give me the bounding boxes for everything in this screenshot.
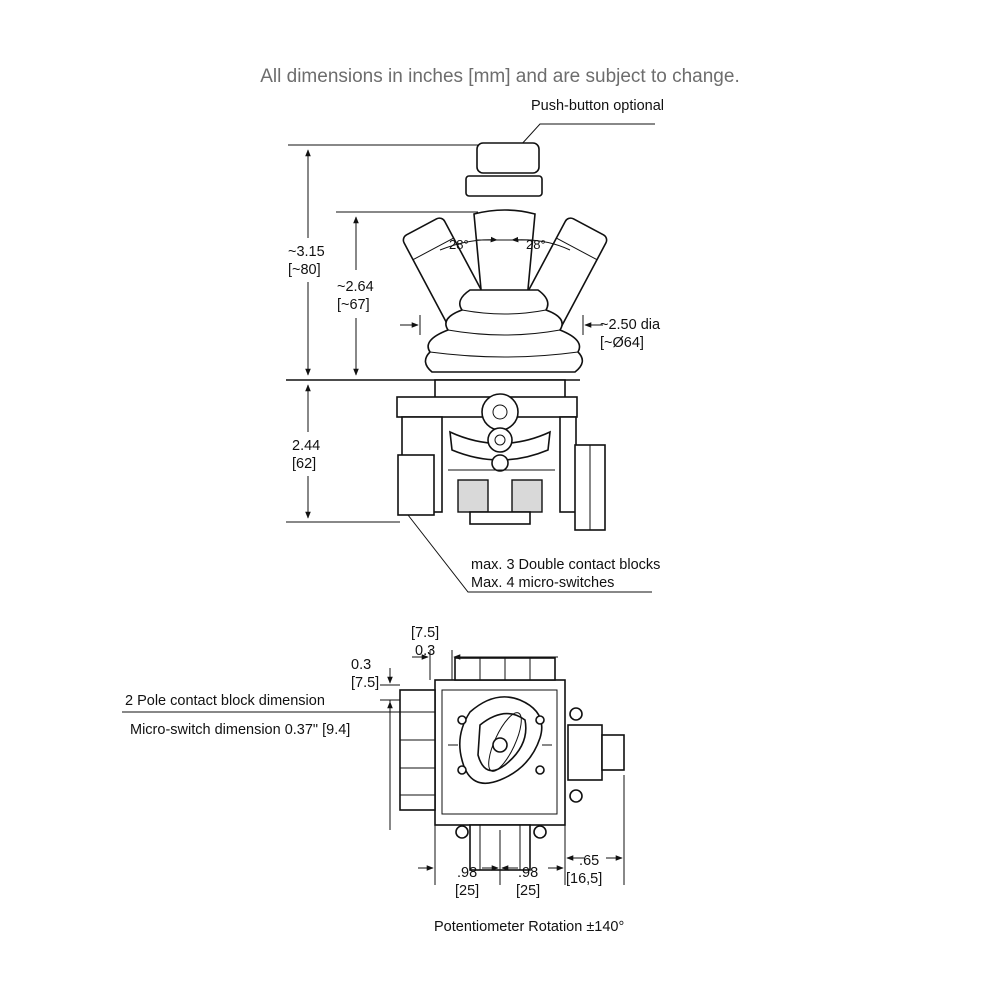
width-b-dimension: .98 [25] <box>516 864 540 900</box>
width-a-mm: [25] <box>455 883 480 899</box>
side-view-drawing <box>286 123 655 593</box>
overall-height-in: ~3.15 <box>288 244 325 260</box>
boot-height-dimension: ~2.64 [~67] <box>337 278 374 314</box>
left-offset-mm: [7.5] <box>351 675 380 691</box>
boot-height-in: ~2.64 <box>337 279 374 295</box>
potentiometer-rotation-label: Potentiometer Rotation ±140° <box>434 919 625 935</box>
push-button-label: Push-button optional <box>531 98 665 114</box>
potentiometer-body <box>567 724 603 781</box>
micro-switch-dimension-label: Micro-switch dimension 0.37" [9.4] <box>130 722 351 738</box>
pot-offset-in: .65 <box>579 853 600 869</box>
body-height-mm: [62] <box>292 456 317 472</box>
boot-diameter-dimension: ~2.50 dia [~Ø64] <box>600 316 660 352</box>
contact-blocks-note-line2: Max. 4 micro-switches <box>471 575 615 591</box>
top-offset-in: 0.3 <box>415 643 436 659</box>
boot-height-mm: [~67] <box>337 297 370 313</box>
width-b-mm: [25] <box>516 883 541 899</box>
boot-diameter-in: ~2.50 dia <box>600 317 661 333</box>
top-offset-dimension: [7.5] 0.3 <box>411 624 439 660</box>
push-button-base <box>465 175 543 197</box>
contact-blocks-note: max. 3 Double contact blocks Max. 4 micr… <box>471 556 660 592</box>
overall-height-dimension: ~3.15 [~80] <box>288 243 325 279</box>
pot-offset-mm: [16,5] <box>566 871 603 887</box>
push-button-cap <box>476 142 540 174</box>
width-a-in: .98 <box>457 865 478 881</box>
body-height-dimension: 2.44 [62] <box>292 437 320 473</box>
left-offset-dimension: 0.3 [7.5] <box>351 656 379 692</box>
body-height-in: 2.44 <box>292 438 321 454</box>
boot-diameter-mm: [~Ø64] <box>600 335 644 351</box>
left-offset-in: 0.3 <box>351 657 372 673</box>
dimensions-disclaimer: All dimensions in inches [mm] and are su… <box>260 66 740 87</box>
top-view-drawing <box>122 650 625 885</box>
width-a-dimension: .98 [25] <box>455 864 479 900</box>
contact-block-dimension-label: 2 Pole contact block dimension <box>125 693 325 709</box>
handle-center <box>473 209 536 301</box>
contact-blocks-note-line1: max. 3 Double contact blocks <box>471 557 661 573</box>
overall-height-mm: [~80] <box>288 262 321 278</box>
width-b-in: .98 <box>518 865 539 881</box>
angle-right-label: 28° <box>526 237 546 252</box>
top-offset-mm: [7.5] <box>411 625 440 641</box>
pot-offset-dimension: .65 [16,5] <box>566 852 602 888</box>
angle-left-label: 28° <box>449 237 469 252</box>
